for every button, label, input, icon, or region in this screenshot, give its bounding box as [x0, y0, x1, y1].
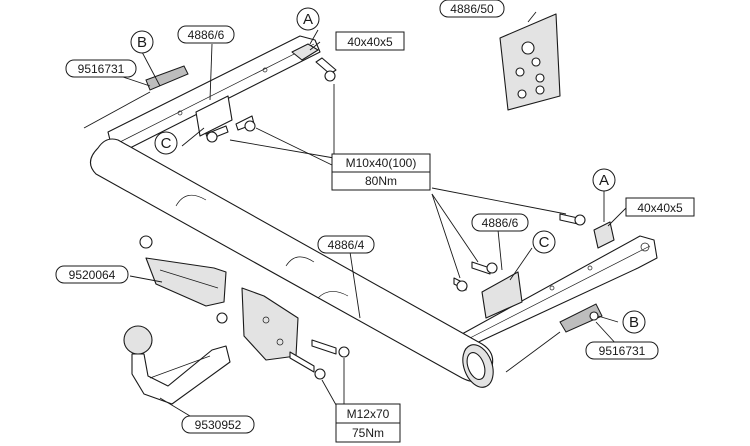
- label-m10-bolt: M10x40(100) 80Nm: [331, 153, 431, 191]
- a-top-circle-text: A: [303, 11, 313, 28]
- b-right-circle-text: B: [629, 314, 639, 331]
- top-plate-and-bolt: [291, 43, 337, 82]
- label-b-top: B: [130, 30, 154, 54]
- part-4886-50-text: 4886/50: [450, 2, 494, 16]
- main-cross-tube: [89, 138, 494, 388]
- label-9530952: 9530952: [181, 415, 255, 434]
- plate-40x40x5-right-text: 40x40x5: [637, 201, 683, 215]
- plate-40x40x5-top-text: 40x40x5: [347, 35, 393, 49]
- label-9520064: 9520064: [55, 265, 129, 284]
- label-c-top: C: [154, 131, 178, 155]
- tow-ball: [123, 325, 231, 405]
- bolt-m12-torque-text: 75Nm: [352, 426, 384, 440]
- label-9516731-top: 9516731: [65, 59, 137, 78]
- top-left-clamp: [83, 65, 256, 143]
- label-4886-6-right: 4886/6: [471, 213, 529, 232]
- centre-bracket: [241, 287, 350, 380]
- c-right-circle-text: C: [539, 234, 550, 251]
- bolt-m10-spec-text: M10x40(100): [346, 156, 417, 170]
- c-top-circle-text: C: [161, 135, 172, 152]
- part-4886-6-top-text: 4886/6: [188, 28, 225, 42]
- label-4886-6-top: 4886/6: [177, 25, 235, 44]
- part-9520064-text: 9520064: [69, 268, 116, 282]
- label-b-right: B: [622, 310, 646, 334]
- label-a-right: A: [592, 168, 616, 192]
- label-40x40x5-top: 40x40x5: [335, 31, 405, 51]
- label-4886-50: 4886/50: [439, 0, 505, 18]
- label-4886-4: 4886/4: [317, 235, 375, 254]
- part-9516731-right-text: 9516731: [599, 344, 646, 358]
- label-c-right: C: [532, 230, 556, 254]
- part-9530952-text: 9530952: [195, 418, 242, 432]
- inset-electrical-part: [499, 13, 561, 111]
- bolt-m12-spec-text: M12x70: [347, 407, 390, 421]
- a-right-circle-text: A: [599, 172, 609, 189]
- right-small-clamp: [505, 303, 603, 373]
- part-4886-4-text: 4886/4: [328, 238, 365, 252]
- label-40x40x5-right: 40x40x5: [625, 197, 695, 217]
- part-4886-6-right-text: 4886/6: [482, 216, 519, 230]
- label-m12-bolt: M12x70 75Nm: [335, 403, 401, 443]
- b-top-circle-text: B: [137, 34, 147, 51]
- label-9516731-right: 9516731: [585, 341, 659, 360]
- part-9516731-top-text: 9516731: [78, 62, 125, 76]
- right-plate-and-bolts: [453, 213, 615, 319]
- bolt-m10-torque-text: 80Nm: [365, 174, 397, 188]
- label-a-top: A: [296, 7, 320, 31]
- socket-plate: [139, 235, 228, 324]
